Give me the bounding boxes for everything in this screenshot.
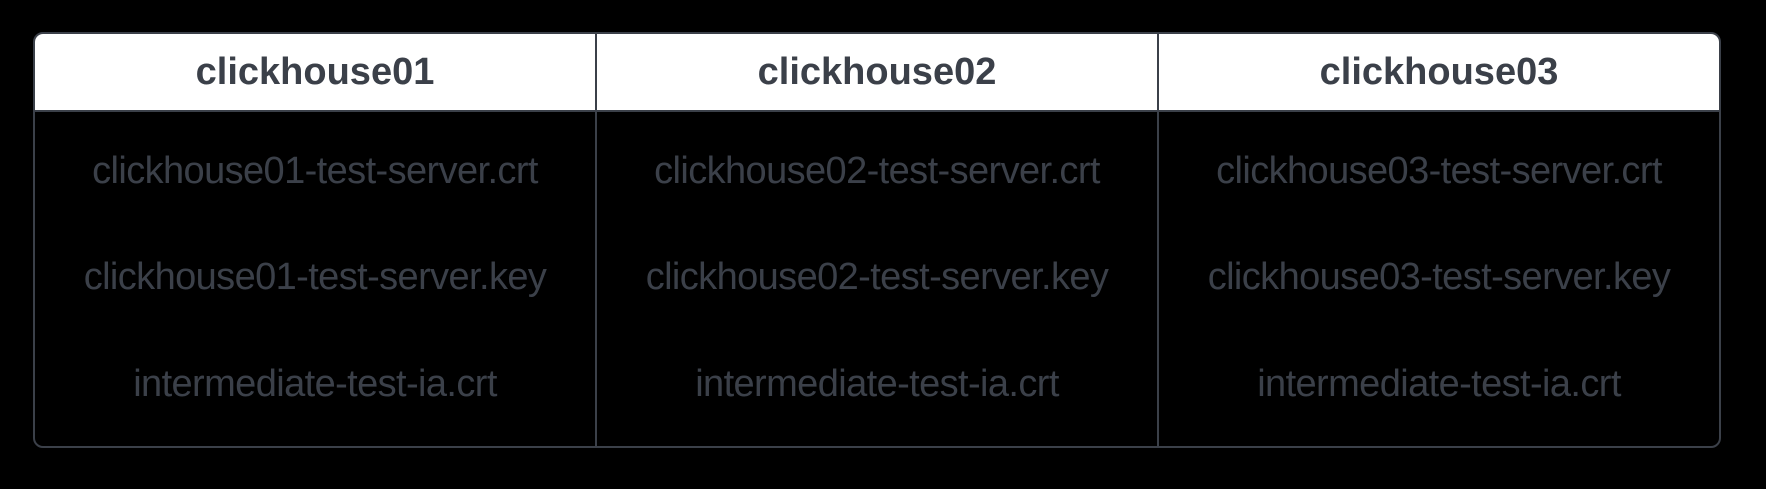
column-clickhouse02: clickhouse02 clickhouse02-test-server.cr… (595, 34, 1157, 446)
column-body: clickhouse03-test-server.crt clickhouse0… (1159, 112, 1719, 446)
column-clickhouse03: clickhouse03 clickhouse03-test-server.cr… (1157, 34, 1719, 446)
column-header: clickhouse01 (35, 34, 595, 112)
file-server-crt: clickhouse01-test-server.crt (92, 149, 538, 192)
server-files-table: clickhouse01 clickhouse01-test-server.cr… (33, 32, 1721, 448)
file-server-key: clickhouse03-test-server.key (1207, 256, 1671, 299)
file-server-key: clickhouse02-test-server.key (645, 256, 1109, 299)
file-server-crt: clickhouse02-test-server.crt (654, 149, 1100, 192)
column-header: clickhouse02 (597, 34, 1157, 112)
file-server-crt: clickhouse03-test-server.crt (1216, 149, 1662, 192)
file-server-key: clickhouse01-test-server.key (83, 256, 547, 299)
column-clickhouse01: clickhouse01 clickhouse01-test-server.cr… (35, 34, 595, 446)
file-intermediate-crt: intermediate-test-ia.crt (133, 363, 497, 406)
column-body: clickhouse01-test-server.crt clickhouse0… (35, 112, 595, 446)
file-intermediate-crt: intermediate-test-ia.crt (1257, 363, 1621, 406)
file-intermediate-crt: intermediate-test-ia.crt (695, 363, 1059, 406)
column-header: clickhouse03 (1159, 34, 1719, 112)
column-body: clickhouse02-test-server.crt clickhouse0… (597, 112, 1157, 446)
